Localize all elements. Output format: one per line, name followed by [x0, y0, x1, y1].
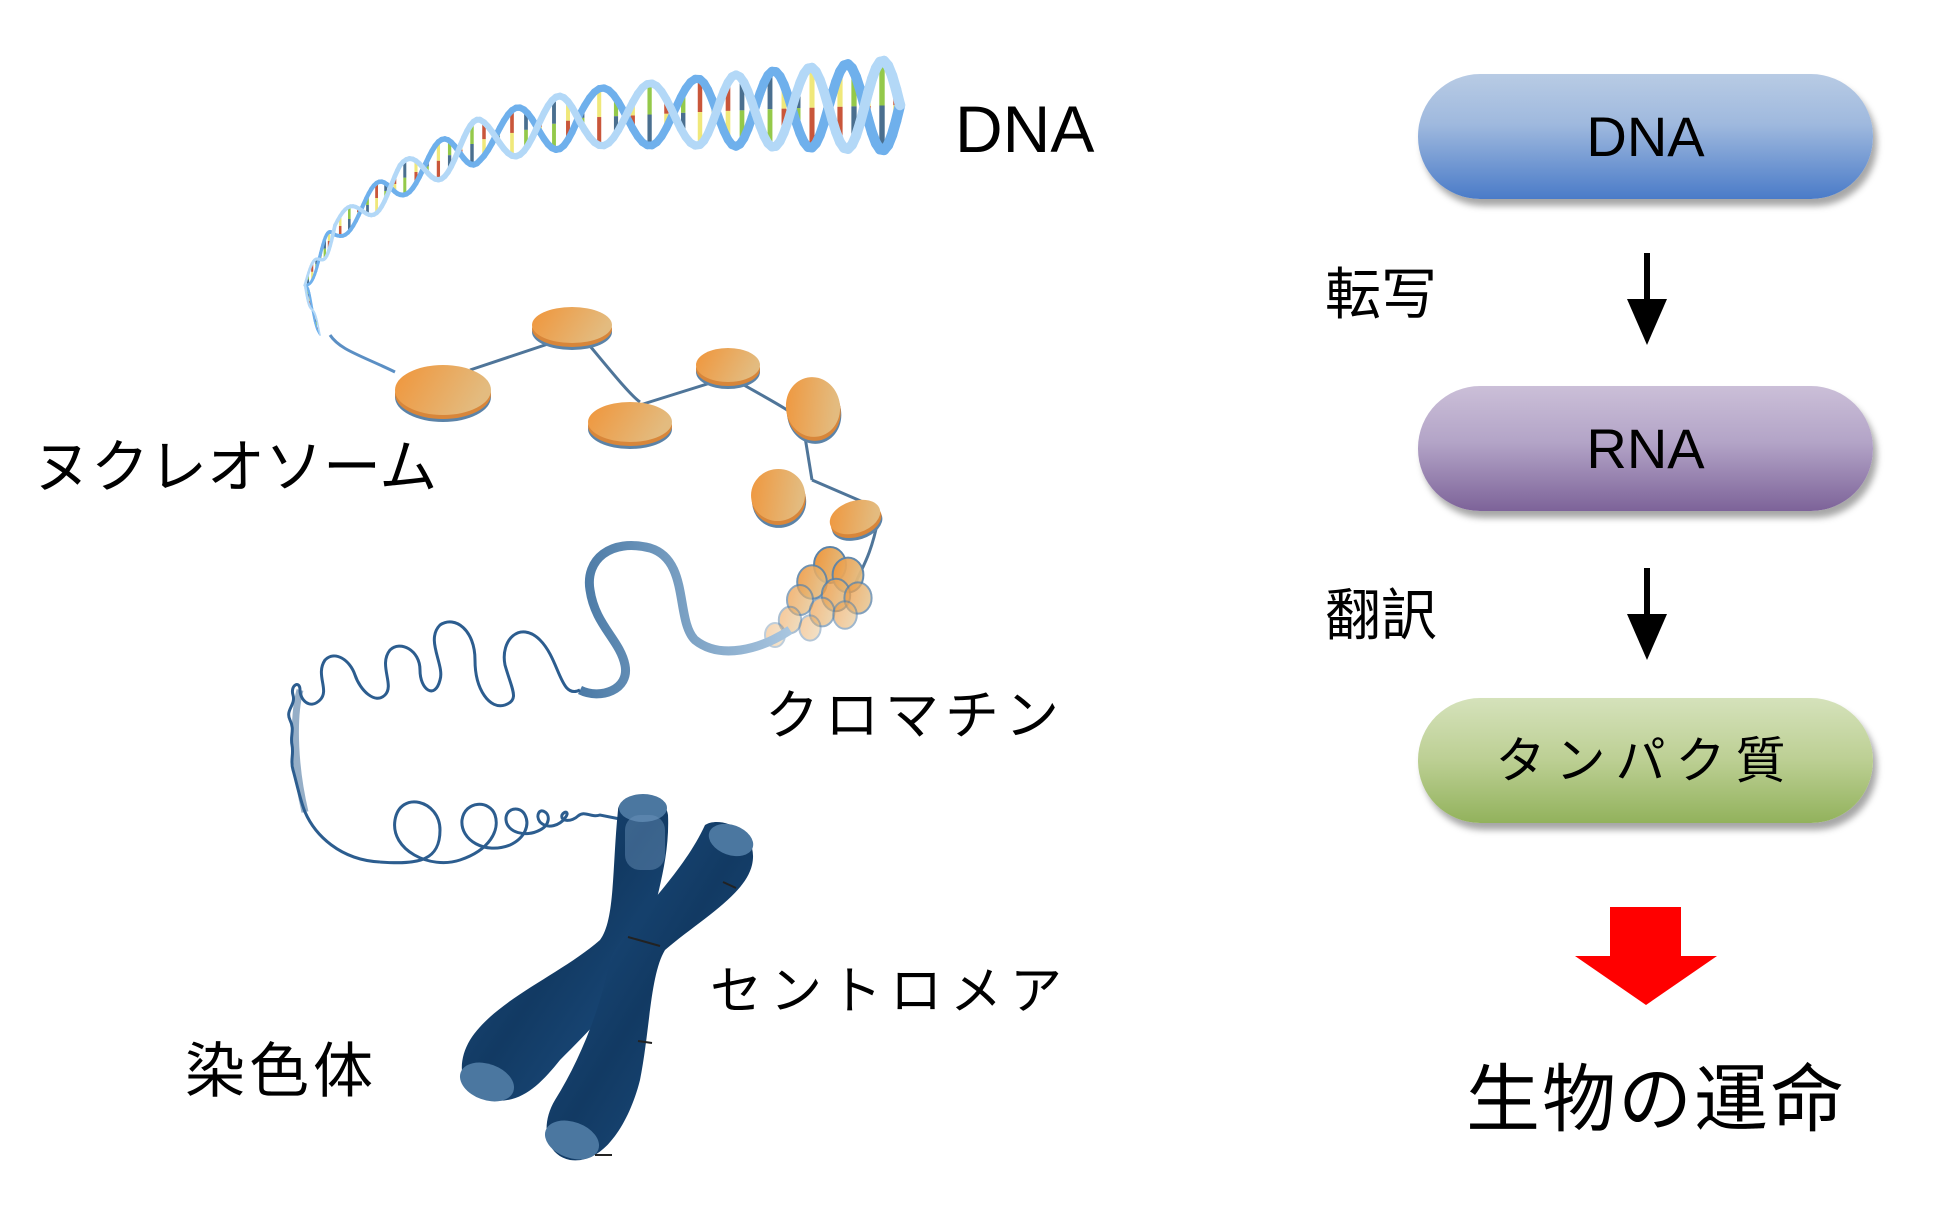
flow-node-protein: タンパク質: [1418, 698, 1873, 823]
chromosome-tip: [544, 1120, 600, 1160]
centromere-mark: [627, 936, 661, 947]
chromosome-tip: [459, 1062, 515, 1102]
chromatin-loops-lower: [379, 800, 626, 865]
dna-double-helix: [303, 55, 906, 336]
chromosome: [459, 794, 754, 1161]
step-translation-label: 翻訳: [1325, 584, 1437, 649]
label-chromosome: 染色体: [185, 1037, 377, 1107]
nucleosome-group: [395, 307, 883, 648]
chromatin-coil-fade: [291, 689, 309, 813]
chromosome-tip: [708, 823, 754, 857]
chromosome-tip: [619, 794, 667, 822]
nucleosome: [588, 402, 672, 449]
flow-node-rna: RNA: [1418, 386, 1873, 511]
flow-node-dna-label: DNA: [1586, 104, 1705, 168]
chromatin-loops: [287, 620, 581, 864]
chromatin-fiber: [577, 541, 793, 699]
band-mark: [637, 1040, 653, 1044]
label-centromere: セントロメア: [710, 962, 1071, 1022]
chromosome-chromatid-2: [546, 821, 754, 1161]
nucleosome: [696, 348, 760, 389]
arrow-down-icon: [1627, 253, 1667, 345]
nucleosome-cluster: [832, 600, 858, 630]
linker-dna: [328, 334, 396, 374]
chromosome-unwound-region: [625, 815, 665, 870]
label-dna: DNA: [955, 92, 1095, 166]
arrow-down-icon: [1627, 568, 1667, 660]
step-transcription-label: 転写: [1325, 263, 1437, 328]
result-organism-fate: 生物の運命: [1466, 1057, 1846, 1143]
nucleosome: [532, 307, 612, 350]
flow-node-dna: DNA: [1418, 74, 1873, 199]
nucleosome: [395, 365, 491, 422]
dna-strand: [890, 83, 906, 111]
band-mark: [722, 881, 737, 889]
label-chromatin: クロマチン: [765, 684, 1065, 747]
flow-node-rna-label: RNA: [1586, 416, 1705, 480]
nucleosome: [751, 468, 807, 528]
chromosome-chromatid-1: [461, 795, 669, 1101]
nucleosome: [785, 377, 842, 444]
nucleosome-cluster: [798, 614, 822, 642]
red-arrow-down-icon: [1575, 907, 1717, 1005]
nucleosome: [829, 499, 883, 541]
label-nucleosome: ヌクレオソーム: [33, 433, 438, 501]
nucleosome-linkers: [469, 338, 880, 586]
flow-node-protein-label: タンパク質: [1495, 731, 1796, 790]
